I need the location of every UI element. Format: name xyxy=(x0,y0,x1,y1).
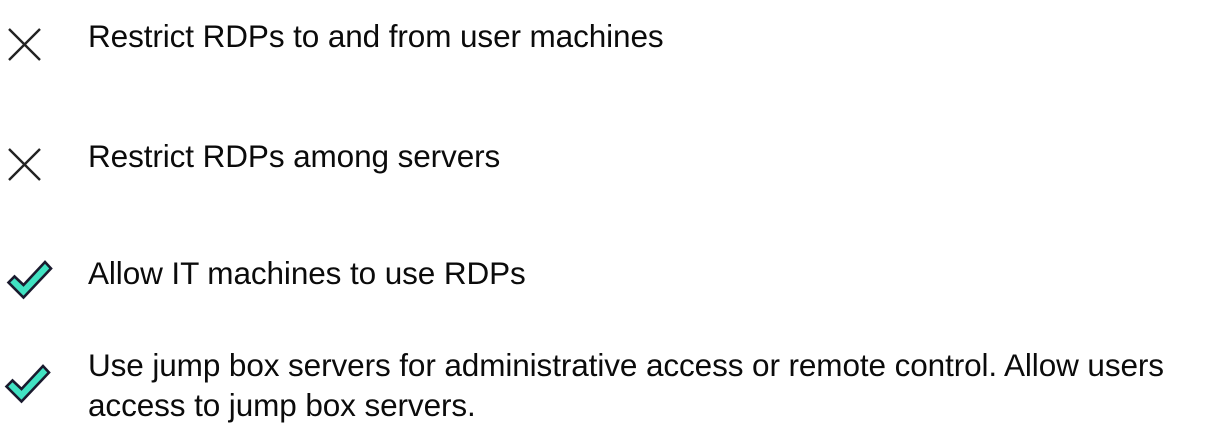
status-icon-cell xyxy=(0,345,88,404)
list-item-label: Restrict RDPs among servers xyxy=(88,138,501,174)
check-icon xyxy=(4,364,51,404)
list-item-label: Restrict RDPs to and from user machines xyxy=(88,18,664,54)
list-item: Use jump box servers for administrative … xyxy=(0,345,1210,425)
cross-icon xyxy=(8,148,41,181)
check-icon xyxy=(6,260,53,300)
status-icon-cell xyxy=(0,16,88,72)
cross-icon xyxy=(8,28,41,61)
list-item: Restrict RDPs among servers xyxy=(0,136,1210,192)
list-item-label: Allow IT machines to use RDPs xyxy=(88,255,526,291)
status-icon-cell xyxy=(0,253,88,309)
list-item-label: Use jump box servers for administrative … xyxy=(88,347,1173,423)
status-icon-cell xyxy=(0,136,88,192)
list-item: Restrict RDPs to and from user machines xyxy=(0,16,1210,72)
list-item: Allow IT machines to use RDPs xyxy=(0,253,1210,309)
